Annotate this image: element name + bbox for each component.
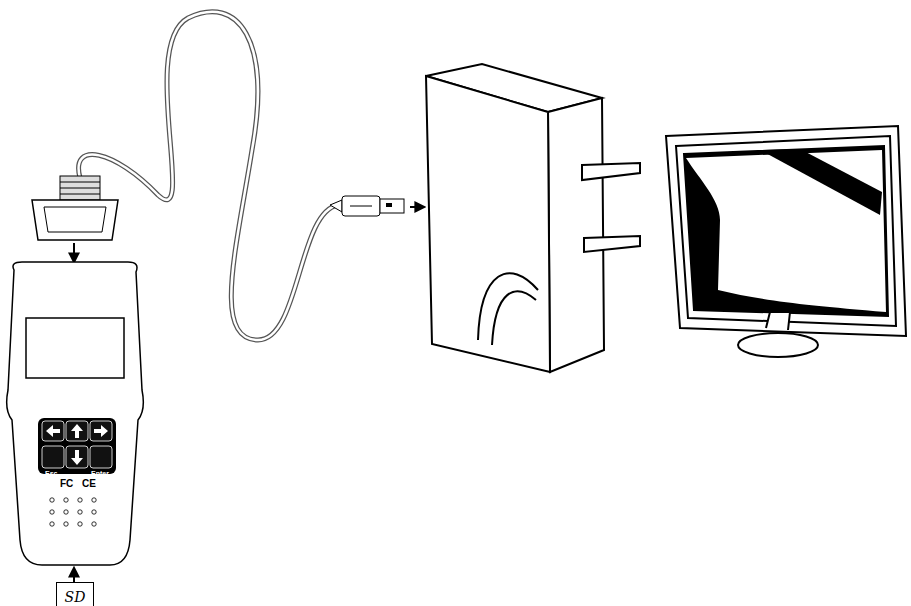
usb-plug bbox=[330, 196, 404, 216]
certification-mark: CE bbox=[82, 479, 96, 489]
memory-card: SD bbox=[56, 582, 94, 606]
certification-mark: FC bbox=[60, 479, 73, 489]
monitor bbox=[666, 126, 906, 357]
card-arrow bbox=[73, 568, 75, 582]
key-label: Enter bbox=[91, 470, 109, 477]
card-label: SD bbox=[65, 589, 86, 605]
pc-tower bbox=[426, 64, 640, 372]
db15-connector bbox=[32, 176, 118, 240]
usb-arrow bbox=[410, 206, 424, 208]
scan-tool bbox=[7, 262, 144, 565]
key-label: Esc bbox=[45, 470, 57, 477]
plug-arrow bbox=[73, 243, 75, 262]
